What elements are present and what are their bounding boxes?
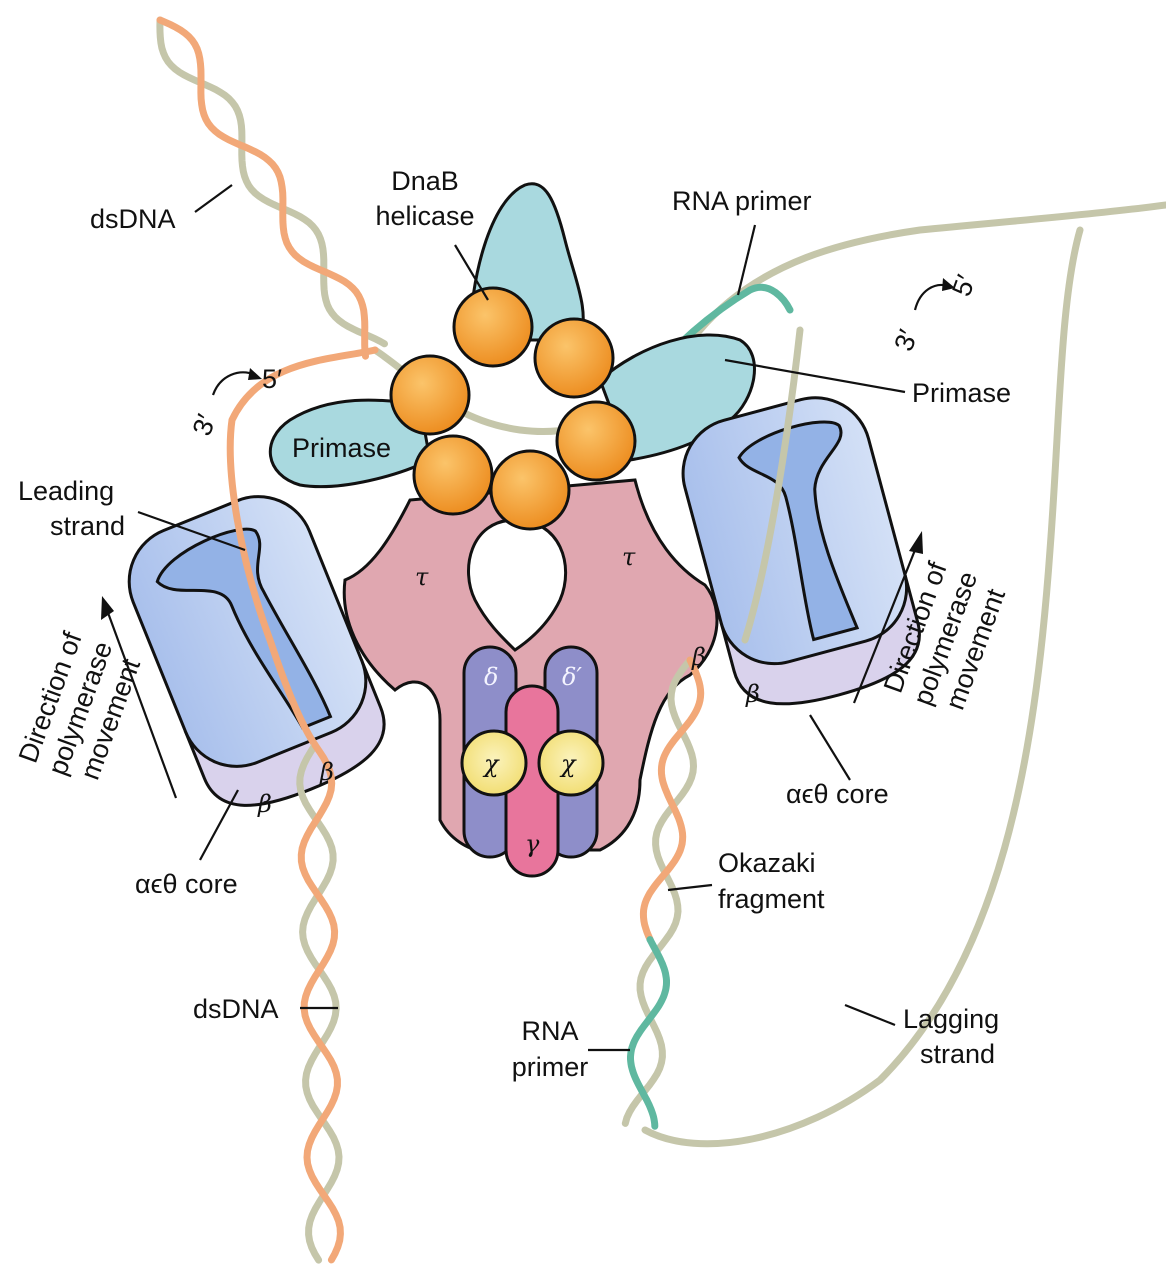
rna-primer-bottom-label: RNA [521,1016,578,1046]
beta-label: β [745,680,760,708]
core-left-label: αϵθ core [135,869,238,899]
primase-right-label: Primase [912,378,1011,408]
helicase-subunit [489,449,571,531]
tau-label-left: τ [415,563,429,591]
dsdna-top-label: dsDNA [90,204,176,234]
leader-lines [137,184,906,1052]
helicase-subunit [533,317,615,399]
helicase-subunit [412,434,494,516]
rna-primer-bottom-label: primer [512,1052,589,1082]
daughter-duplex-strand [296,741,343,1264]
direction-arrow-right [852,531,923,704]
dnab-helicase-label: helicase [375,201,474,231]
left-polymerase [127,495,386,807]
core-cleft-right [737,420,860,642]
chi-label-right: χ [559,750,577,778]
tau-label-right: τ [622,543,636,571]
rna-primer-bottom [627,936,670,1130]
gamma-label: γ [525,830,540,858]
parental-strand-top [156,16,388,348]
dsdna-bottom-label: dsDNA [193,994,279,1024]
core-right-label: αϵθ core [786,779,889,809]
tau-hole [467,518,568,652]
okazaki-fragment-label: fragment [718,884,825,914]
polarity-3prime-left: 3′ [187,410,222,439]
chi-subunit-right [537,729,605,797]
leading-strand [226,346,379,749]
parental-strand-top [156,16,369,360]
leading-strand-label: strand [50,511,125,541]
chi-subunit-left [460,729,528,797]
polarity-5prime-right: 5′ [946,271,981,300]
dnab-helicase [389,286,637,531]
beta-label: β [257,790,272,818]
helicase-subunit [452,286,534,368]
rna-primer-top-label: RNA primer [672,186,812,216]
beta-label: β [691,643,706,671]
primase-left [268,398,432,489]
okazaki-fragment [639,656,705,943]
beta-label: β [319,758,334,786]
direction-arrow-left [101,596,178,799]
polarity-3prime-right: 3′ [888,326,923,355]
delta-label: δ [484,663,498,691]
direction-label-left: Direction of polymerase movement [13,628,146,784]
dna-strands [156,16,1166,1148]
okazaki-fragment-label: Okazaki [718,848,816,878]
helicase-subunit [389,354,471,436]
polarity-5prime-left: 5′ [262,364,282,394]
daughter-duplex-strand [297,741,344,1264]
dnab-helicase-label: DnaB [391,166,459,196]
primase-left-label: Primase [292,433,391,463]
tau-complex [342,478,719,852]
dna-front-strands [226,326,804,1264]
delta-prime-label: δ′ [562,663,582,691]
chi-label-left: χ [482,750,500,778]
lagging-strand [641,226,1084,1148]
lagging-duplex-template [621,656,698,1127]
right-polymerase [681,396,921,706]
lagging-strand-label: Lagging [903,1004,999,1034]
leading-strand-label: Leading [18,476,114,506]
helicase-subunit [555,400,637,482]
lagging-template-strand [741,326,804,644]
lagging-strand-label: strand [920,1039,995,1069]
